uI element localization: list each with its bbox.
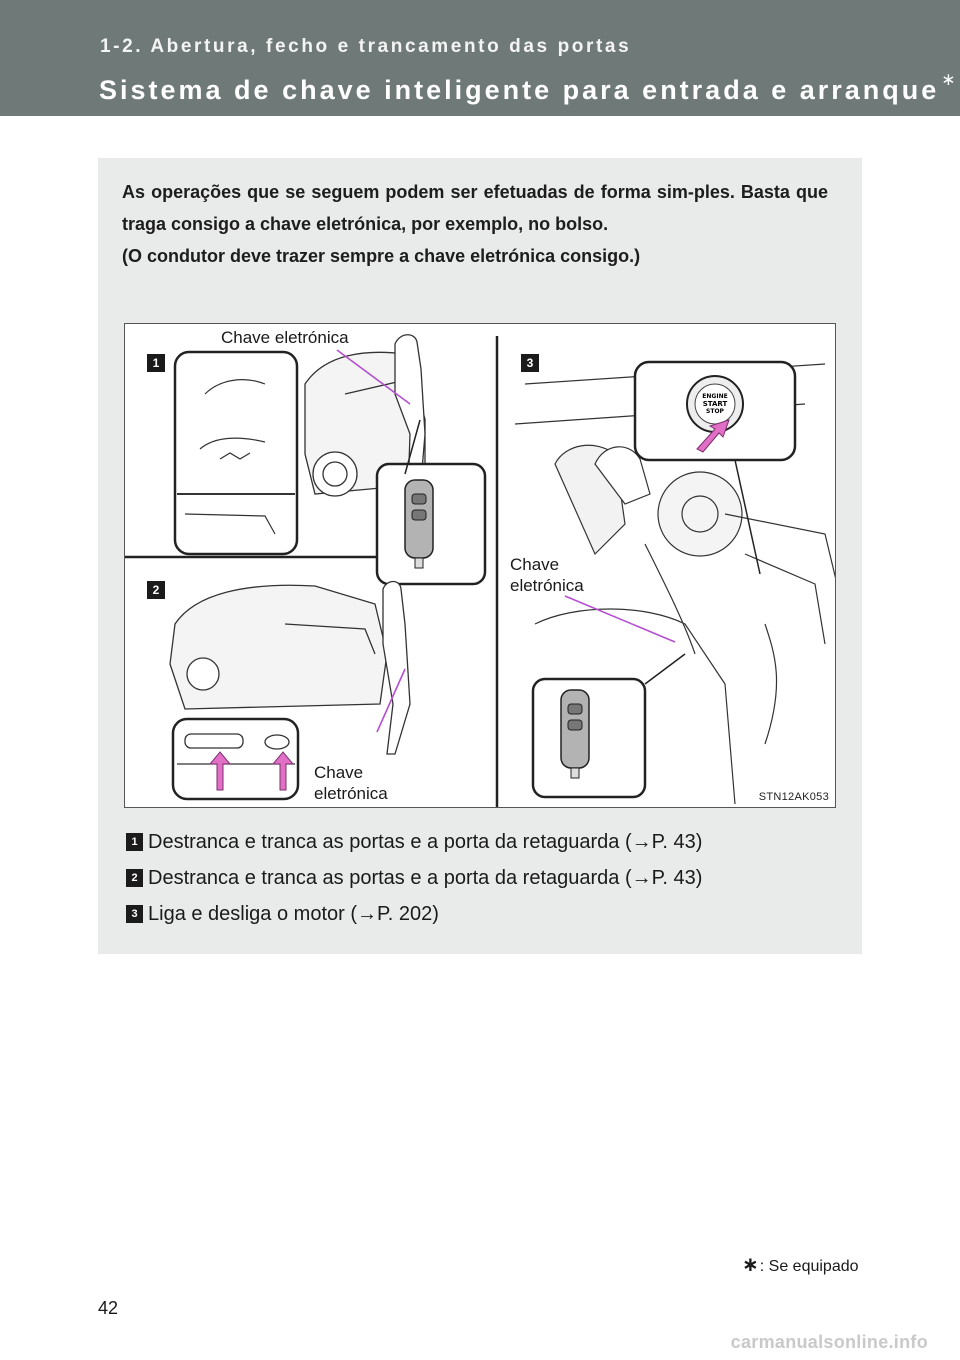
caption-number: 2 [126,869,143,887]
equipped-mark: ∗ [941,70,959,89]
footnote-text: : Se equipado [759,1258,859,1275]
intro-paragraph: As operações que se seguem podem ser efe… [122,182,828,234]
page-header: 1-2. Abertura, fecho e trancamento das p… [0,0,960,116]
engine-button-text-1: ENGINE [702,393,727,400]
section-label: 1-2. Abertura, fecho e trancamento das p… [100,36,632,57]
engine-button-text-3: STOP [706,408,725,415]
figure-badge-3: 3 [521,354,539,372]
figure-code: STN12AK053 [758,791,829,803]
caption-number: 1 [126,833,143,851]
illustration-drawing: ENGINE START STOP [125,334,835,807]
caption-text: Destranca e tranca as portas e a porta d… [148,830,703,853]
car-side-drawing [304,334,426,497]
label-key-right: Chave eletrónica [510,555,584,595]
page-title: Sistema de chave inteligente para entrad… [99,70,959,106]
intro-text: As operações que se seguem podem ser efe… [122,176,828,272]
figure-badge-1: 1 [147,354,165,372]
page-title-text: Sistema de chave inteligente para entrad… [99,75,940,105]
label-key-bottom: Chave eletrónica [314,763,388,803]
intro-note: (O condutor deve trazer sempre a chave e… [122,246,641,266]
car-rear-drawing [169,580,411,755]
watermark: carmanualsonline.info [730,1332,928,1352]
page-number: 42 [98,1298,119,1318]
label-key-top: Chave eletrónica [221,328,349,347]
caption-number: 3 [126,905,143,923]
smart-key-illustration: ENGINE START STOP Chave eletrónica Chave… [124,323,836,808]
caption-item: 1 Destranca e tranca as portas e a porta… [126,824,846,860]
caption-item: 3 Liga e desliga o motor (→P. 202) [126,896,846,932]
footnote: ∗: Se equipado [742,1252,859,1277]
caption-list: 1 Destranca e tranca as portas e a porta… [126,824,846,932]
caption-text: Liga e desliga o motor (→P. 202) [148,902,439,925]
figure-badge-2: 2 [147,581,165,599]
caption-item: 2 Destranca e tranca as portas e a porta… [126,860,846,896]
footnote-mark: ∗ [742,1254,759,1276]
engine-button-text-2: START [703,400,728,408]
caption-text: Destranca e tranca as portas e a porta d… [148,866,703,889]
